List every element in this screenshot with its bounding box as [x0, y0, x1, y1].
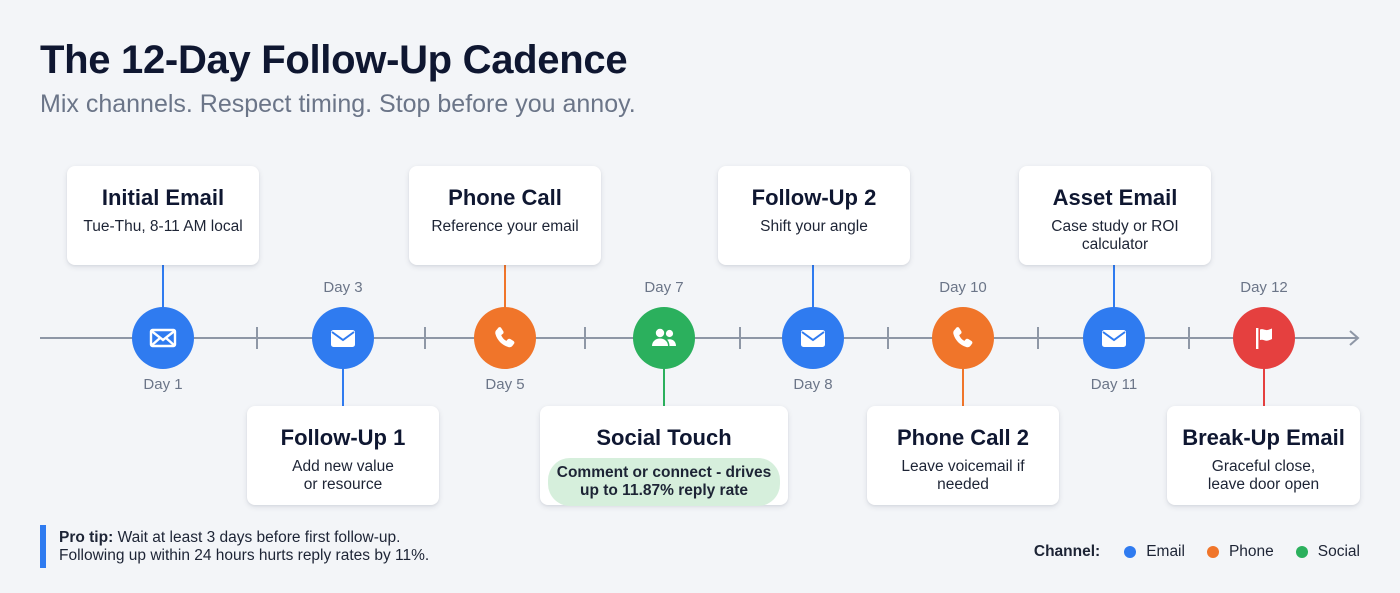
phone-dot-icon [1206, 546, 1219, 558]
day-label: Day 1 [143, 376, 183, 393]
email-dot-icon [1124, 546, 1137, 558]
step-description: Reference your email [431, 218, 579, 235]
connector-line [504, 265, 506, 309]
channel-legend: Channel: Email Phone Social [1034, 543, 1360, 561]
step-card-phone-call-2: Phone Call 2 Leave voicemail if needed [867, 406, 1059, 505]
step-node-day-8 [782, 307, 844, 369]
step-node-day-10 [932, 307, 994, 369]
step-description: Shift your angle [760, 218, 868, 235]
pro-tip-label: Pro tip: [59, 529, 114, 546]
step-description: Graceful close, leave door open [1207, 458, 1320, 493]
step-node-day-3 [312, 307, 374, 369]
legend-label: Phone [1228, 543, 1274, 560]
social-dot-icon [1295, 546, 1308, 558]
timeline-tick [1188, 327, 1190, 349]
step-card-asset-email: Asset Email Case study or ROI calculator [1019, 166, 1211, 265]
connector-line [342, 367, 344, 407]
step-node-day-12 [1233, 307, 1295, 369]
step-description: Add new value or resource [292, 458, 394, 493]
connector-line [1263, 367, 1265, 407]
day-label: Day 5 [485, 376, 525, 393]
phone-icon [495, 327, 515, 348]
step-title: Break-Up Email [1182, 425, 1345, 450]
connector-line [1113, 265, 1115, 309]
step-node-day-11 [1083, 307, 1145, 369]
phone-icon [953, 327, 973, 348]
step-node-day-5 [474, 307, 536, 369]
step-card-follow-up-2: Follow-Up 2 Shift your angle [718, 166, 910, 265]
flag-icon [1256, 328, 1272, 349]
step-description: Tue-Thu, 8-11 AM local [83, 218, 243, 235]
step-card-initial-email: Initial Email Tue-Thu, 8-11 AM local [67, 166, 259, 265]
day-label: Day 10 [939, 279, 987, 296]
pro-tip-line-2: Following up within 24 hours hurts reply… [59, 547, 430, 564]
legend-item-social: Social [1295, 543, 1360, 561]
step-card-follow-up-1: Follow-Up 1 Add new value or resource [247, 406, 439, 505]
pro-tip: Pro tip: Wait at least 3 days before fir… [59, 529, 429, 565]
page-title: The 12-Day Follow-Up Cadence [40, 38, 628, 82]
step-card-break-up-email: Break-Up Email Graceful close, leave doo… [1167, 406, 1360, 505]
legend-title: Channel: [1033, 543, 1101, 560]
page-subtitle: Mix channels. Respect timing. Stop befor… [40, 90, 636, 118]
day-label: Day 3 [323, 279, 363, 296]
pro-tip-line-1: Wait at least 3 days before first follow… [117, 529, 401, 546]
connector-line [663, 367, 665, 407]
step-card-phone-call: Phone Call Reference your email [409, 166, 601, 265]
envelope-icon [801, 330, 825, 347]
timeline-tick [887, 327, 889, 349]
legend-item-phone: Phone [1206, 543, 1274, 561]
timeline-axis [40, 337, 1358, 339]
step-node-day-1 [132, 307, 194, 369]
step-title: Follow-Up 1 [280, 425, 406, 450]
step-title: Social Touch [596, 425, 732, 450]
legend-item-email: Email [1124, 543, 1185, 561]
timeline-tick [584, 327, 586, 349]
timeline-tick [1037, 327, 1039, 349]
step-title: Initial Email [101, 185, 225, 210]
arrow-right-icon [1349, 330, 1360, 346]
day-label: Day 7 [644, 279, 684, 296]
step-title: Phone Call 2 [896, 425, 1030, 450]
step-title: Asset Email [1052, 185, 1178, 210]
step-card-social-touch: Social Touch Comment or connect - drives… [540, 406, 788, 506]
step-description: Case study or ROI calculator [1051, 218, 1179, 253]
timeline-tick [739, 327, 741, 349]
tip-accent-bar [40, 525, 46, 568]
connector-line [162, 265, 164, 309]
envelope-open-icon [149, 328, 177, 348]
day-label: Day 11 [1090, 376, 1138, 393]
social-stat-highlight: Comment or connect - drives up to 11.87%… [548, 458, 780, 506]
timeline-tick [424, 327, 426, 349]
connector-line [812, 265, 814, 309]
connector-line [962, 367, 964, 407]
step-node-day-7 [633, 307, 695, 369]
day-label: Day 12 [1240, 279, 1288, 296]
timeline-tick [256, 327, 258, 349]
envelope-icon [1102, 330, 1126, 347]
step-description: Leave voicemail if needed [901, 458, 1025, 493]
legend-label: Social [1317, 543, 1360, 560]
step-title: Follow-Up 2 [751, 185, 877, 210]
step-title: Phone Call [448, 185, 562, 210]
legend-label: Email [1146, 543, 1185, 560]
day-label: Day 8 [793, 376, 833, 393]
people-icon [652, 328, 676, 346]
envelope-icon [331, 330, 355, 347]
